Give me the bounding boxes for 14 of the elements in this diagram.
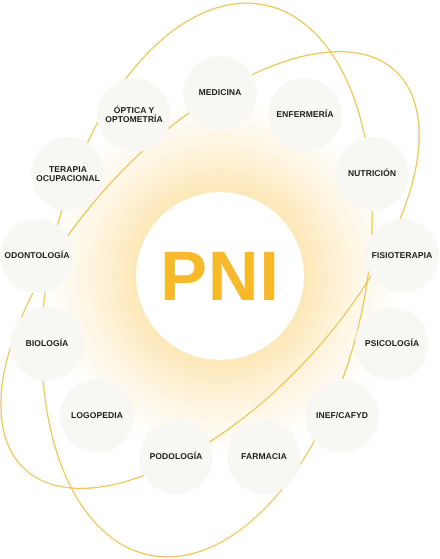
- discipline-label: MEDICINA: [198, 88, 242, 98]
- discipline-label: FARMACIA: [241, 452, 287, 462]
- discipline-label: ENFERMERÍA: [276, 110, 334, 120]
- discipline-label: INEF/CAFYD: [316, 411, 368, 421]
- discipline-label: PSICOLOGÍA: [364, 339, 420, 349]
- discipline-label: BIOLOGÍA: [26, 339, 68, 349]
- discipline-label: ÓPTICA Y OPTOMETRÍA: [105, 106, 163, 124]
- discipline-label: NUTRICIÓN: [348, 169, 396, 179]
- discipline-label: PODOLOGÍA: [150, 452, 202, 462]
- discipline-label: FISIOTERAPIA: [372, 251, 432, 261]
- discipline-label: TERAPIA OCUPACIONAL: [36, 164, 100, 184]
- discipline-label: LOGOPEDIA: [71, 411, 123, 421]
- discipline-label: ODONTOLOGÍA: [4, 251, 70, 261]
- center-title: PNI: [160, 241, 280, 311]
